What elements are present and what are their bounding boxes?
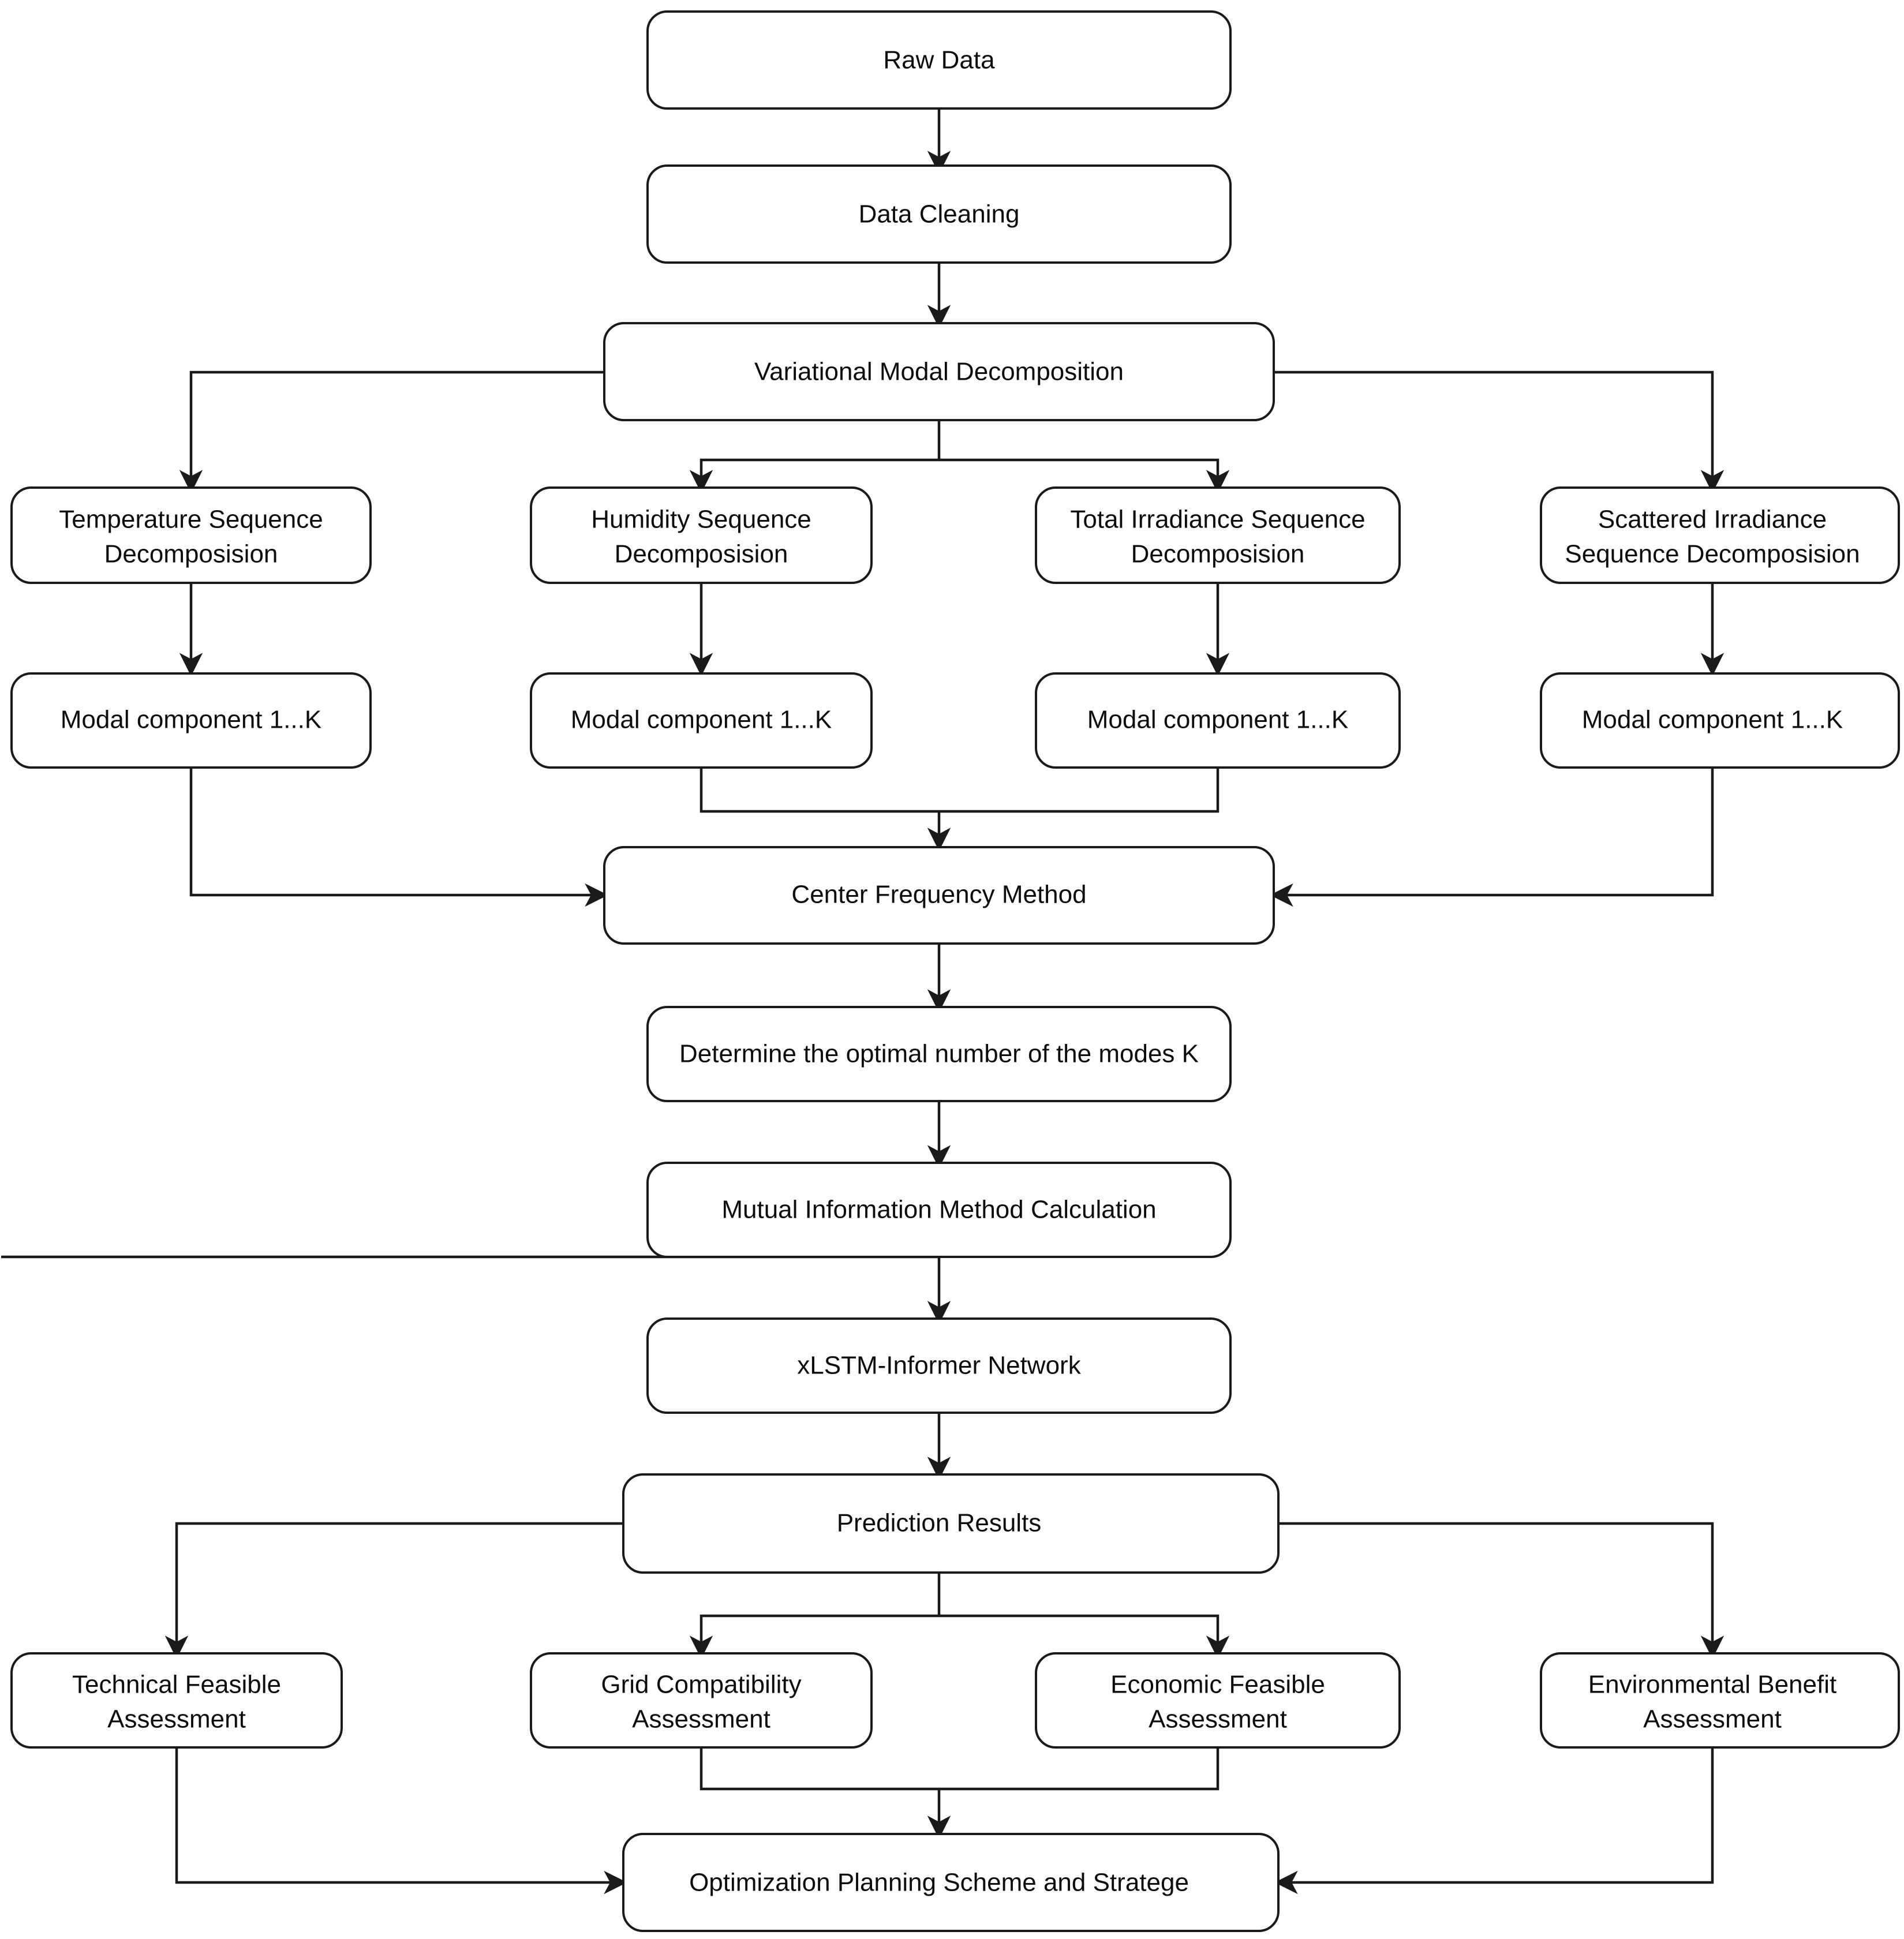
edge-vmd-to-humidity: [689, 458, 939, 493]
node-humidity-label-line1: Humidity Sequence: [591, 506, 811, 534]
node-raw-data-label: Raw Data: [883, 46, 995, 74]
node-humidity-sequence-decomposition[interactable]: Humidity Sequence Decomposision: [530, 486, 873, 584]
node-modal-4-box[interactable]: [1540, 672, 1900, 769]
node-scattered-irradiance-label-line1: Scattered Irradiance: [1598, 506, 1827, 534]
node-environmental-assessment-box[interactable]: [1540, 1652, 1900, 1749]
node-mutual-information-box[interactable]: [646, 1162, 1232, 1258]
node-environmental-benefit-assessment[interactable]: Environmental Benefit Assessment: [1540, 1652, 1900, 1749]
edge-grid-economic-merge: [699, 1747, 1220, 1791]
node-environmental-assessment-label-line2: Assessment: [1643, 1705, 1782, 1734]
node-modal-2-box[interactable]: [530, 672, 873, 769]
node-temperature-label-line1: Temperature Sequence: [59, 506, 323, 534]
node-modal-4-label: Modal component 1...K: [1582, 706, 1843, 734]
node-economic-assessment-box[interactable]: [1035, 1652, 1401, 1749]
node-optimal-k-label: Determine the optimal number of the mode…: [679, 1040, 1199, 1068]
edge-modal-2-merge: [699, 768, 1220, 813]
node-grid-assessment-box[interactable]: [530, 1652, 873, 1749]
node-optimization-label: Optimization Planning Scheme and Strateg…: [689, 1869, 1189, 1897]
edge-vmd-to-total-irradiance: [939, 458, 1230, 493]
node-modal-component-2[interactable]: Modal component 1...K: [530, 672, 873, 769]
node-scattered-irradiance-box[interactable]: [1540, 486, 1900, 584]
node-technical-assessment-label-line1: Technical Feasible: [72, 1671, 281, 1699]
node-modal-3-box[interactable]: [1035, 672, 1401, 769]
node-mutual-information-method[interactable]: Mutual Information Method Calculation: [646, 1162, 1232, 1258]
edge-modal-1-to-center-frequency: [189, 768, 608, 907]
node-temperature-sequence-decomposition[interactable]: Temperature Sequence Decomposision: [10, 486, 372, 584]
edge-prediction-to-technical-assessment: [164, 1522, 623, 1659]
edge-prediction-to-environmental-assessment: [1278, 1522, 1725, 1659]
edge-modal-4-to-center-frequency: [1270, 768, 1714, 907]
node-technical-assessment-label-line2: Assessment: [107, 1705, 246, 1734]
node-mutual-information-label: Mutual Information Method Calculation: [721, 1196, 1156, 1224]
edge-vmd-to-temperature: [179, 370, 604, 493]
node-data-cleaning-box[interactable]: [646, 164, 1232, 264]
node-center-frequency-label: Center Frequency Method: [791, 881, 1086, 909]
node-data-cleaning[interactable]: Data Cleaning: [646, 164, 1232, 264]
node-modal-component-4[interactable]: Modal component 1...K: [1540, 672, 1900, 769]
node-center-frequency-method[interactable]: Center Frequency Method: [603, 846, 1275, 945]
node-determine-optimal-modes[interactable]: Determine the optimal number of the mode…: [646, 1006, 1232, 1102]
node-data-cleaning-label: Data Cleaning: [859, 200, 1020, 229]
node-scattered-irradiance-label-line2: Sequence Decomposision: [1565, 540, 1860, 568]
edge-technical-assessment-to-optimization: [175, 1747, 627, 1895]
node-grid-assessment-label-line1: Grid Compatibility: [601, 1671, 801, 1699]
edge-prediction-to-economic-assessment: [939, 1614, 1230, 1659]
node-vmd-box[interactable]: [603, 322, 1275, 421]
node-humidity-label-line2: Decomposision: [615, 540, 788, 568]
node-xlstm-box[interactable]: [646, 1317, 1232, 1414]
node-optimization-planning-scheme[interactable]: Optimization Planning Scheme and Strateg…: [622, 1833, 1280, 1932]
node-economic-feasible-assessment[interactable]: Economic Feasible Assessment: [1035, 1652, 1401, 1749]
node-prediction-results-box[interactable]: [622, 1473, 1280, 1574]
edge-environmental-assessment-to-optimization: [1274, 1747, 1714, 1895]
node-grid-compatibility-assessment[interactable]: Grid Compatibility Assessment: [530, 1652, 873, 1749]
node-modal-1-box[interactable]: [10, 672, 372, 769]
node-scattered-irradiance-sequence-decomposition[interactable]: Scattered Irradiance Sequence Decomposis…: [1540, 486, 1900, 584]
node-vmd-label: Variational Modal Decomposition: [754, 358, 1124, 386]
node-raw-data-box[interactable]: [646, 10, 1232, 110]
node-total-irradiance-label-line1: Total Irradiance Sequence: [1070, 506, 1365, 534]
node-temperature-label-line2: Decomposision: [104, 540, 278, 568]
node-modal-component-3[interactable]: Modal component 1...K: [1035, 672, 1401, 769]
node-center-frequency-box[interactable]: [603, 846, 1275, 945]
edge-vmd-to-scattered-irradiance: [1274, 370, 1725, 493]
node-total-irradiance-label-line2: Decomposision: [1131, 540, 1305, 568]
node-economic-assessment-label-line1: Economic Feasible: [1110, 1671, 1325, 1699]
edge-mutual-information-to-xlstm: [1, 1255, 939, 1320]
node-grid-assessment-label-line2: Assessment: [632, 1705, 770, 1734]
node-variational-modal-decomposition[interactable]: Variational Modal Decomposition: [603, 322, 1275, 421]
node-modal-1-label: Modal component 1...K: [61, 706, 321, 734]
node-environmental-assessment-label-line1: Environmental Benefit: [1588, 1671, 1836, 1699]
node-technical-feasible-assessment[interactable]: Technical Feasible Assessment: [10, 1652, 343, 1749]
node-xlstm-informer-network[interactable]: xLSTM-Informer Network: [646, 1317, 1232, 1414]
edge-prediction-to-grid-assessment: [689, 1614, 939, 1659]
node-xlstm-label: xLSTM-Informer Network: [797, 1352, 1081, 1380]
node-modal-2-label: Modal component 1...K: [571, 706, 832, 734]
node-modal-component-1[interactable]: Modal component 1...K: [10, 672, 372, 769]
node-temperature-box[interactable]: [10, 486, 372, 584]
node-modal-3-label: Modal component 1...K: [1087, 706, 1348, 734]
node-prediction-results-label: Prediction Results: [837, 1509, 1042, 1537]
node-prediction-results[interactable]: Prediction Results: [622, 1473, 1280, 1574]
node-raw-data[interactable]: Raw Data: [646, 10, 1232, 110]
node-optimal-k-box[interactable]: [646, 1006, 1232, 1102]
node-economic-assessment-label-line2: Assessment: [1149, 1705, 1287, 1734]
node-technical-assessment-box[interactable]: [10, 1652, 343, 1749]
node-humidity-box[interactable]: [530, 486, 873, 584]
edge-layer: [1, 108, 1725, 1895]
node-total-irradiance-sequence-decomposition[interactable]: Total Irradiance Sequence Decomposision: [1035, 486, 1401, 584]
node-optimization-box[interactable]: [622, 1833, 1280, 1932]
node-total-irradiance-box[interactable]: [1035, 486, 1401, 584]
